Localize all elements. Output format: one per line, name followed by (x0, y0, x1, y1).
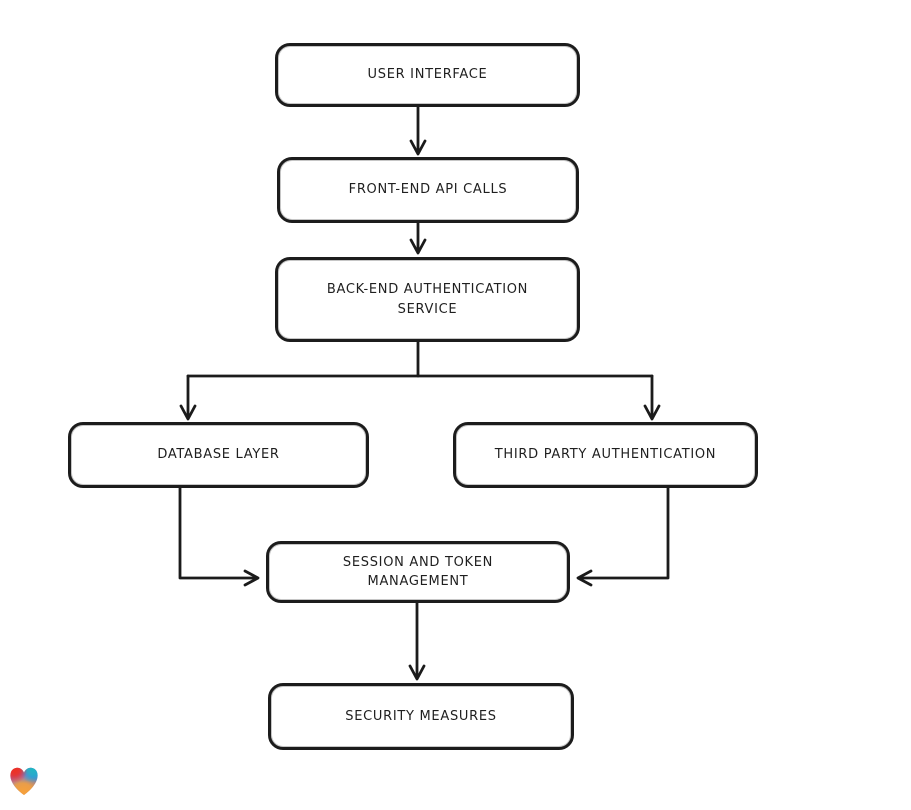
node-frontend-api-calls: FRONT-END API CALLS (277, 157, 579, 223)
edge-frontend-to-backend (409, 221, 427, 255)
edge-database-to-session (178, 486, 260, 587)
node-label: THIRD PARTY AUTHENTICATION (494, 447, 717, 463)
arrowhead-down-icon (408, 664, 426, 681)
edge-session-to-security (408, 601, 426, 681)
node-session-and-token-management: SESSION AND TOKEN MANAGEMENT (266, 541, 570, 603)
node-third-party-authentication: THIRD PARTY AUTHENTICATION (453, 422, 758, 488)
node-label: DATABASE LAYER (157, 447, 280, 463)
arrowhead-right-icon (243, 569, 260, 587)
node-user-interface: USER INTERFACE (275, 43, 580, 107)
edge-backend-branch (179, 340, 661, 421)
node-label: SERVICE (397, 301, 458, 317)
arrowhead-down-icon (643, 404, 661, 421)
node-label: SESSION AND TOKEN (342, 554, 494, 570)
node-security-measures: SECURITY MEASURES (268, 683, 574, 750)
arrowhead-down-icon (409, 238, 427, 255)
arrowhead-down-icon (179, 404, 197, 421)
node-label: MANAGEMENT (367, 574, 469, 589)
edge-ui-to-frontend (409, 105, 427, 156)
edge-thirdparty-to-session (576, 486, 670, 587)
arrowhead-down-icon (409, 139, 427, 156)
arrowhead-left-icon (576, 569, 593, 587)
node-backend-authentication-service: BACK-END AUTHENTICATION SERVICE (275, 257, 580, 342)
node-label: BACK-END AUTHENTICATION (326, 282, 529, 297)
node-label: SECURITY MEASURES (345, 708, 497, 724)
node-label: FRONT-END API CALLS (348, 182, 508, 198)
node-label: USER INTERFACE (367, 67, 488, 83)
node-database-layer: DATABASE LAYER (68, 422, 369, 488)
